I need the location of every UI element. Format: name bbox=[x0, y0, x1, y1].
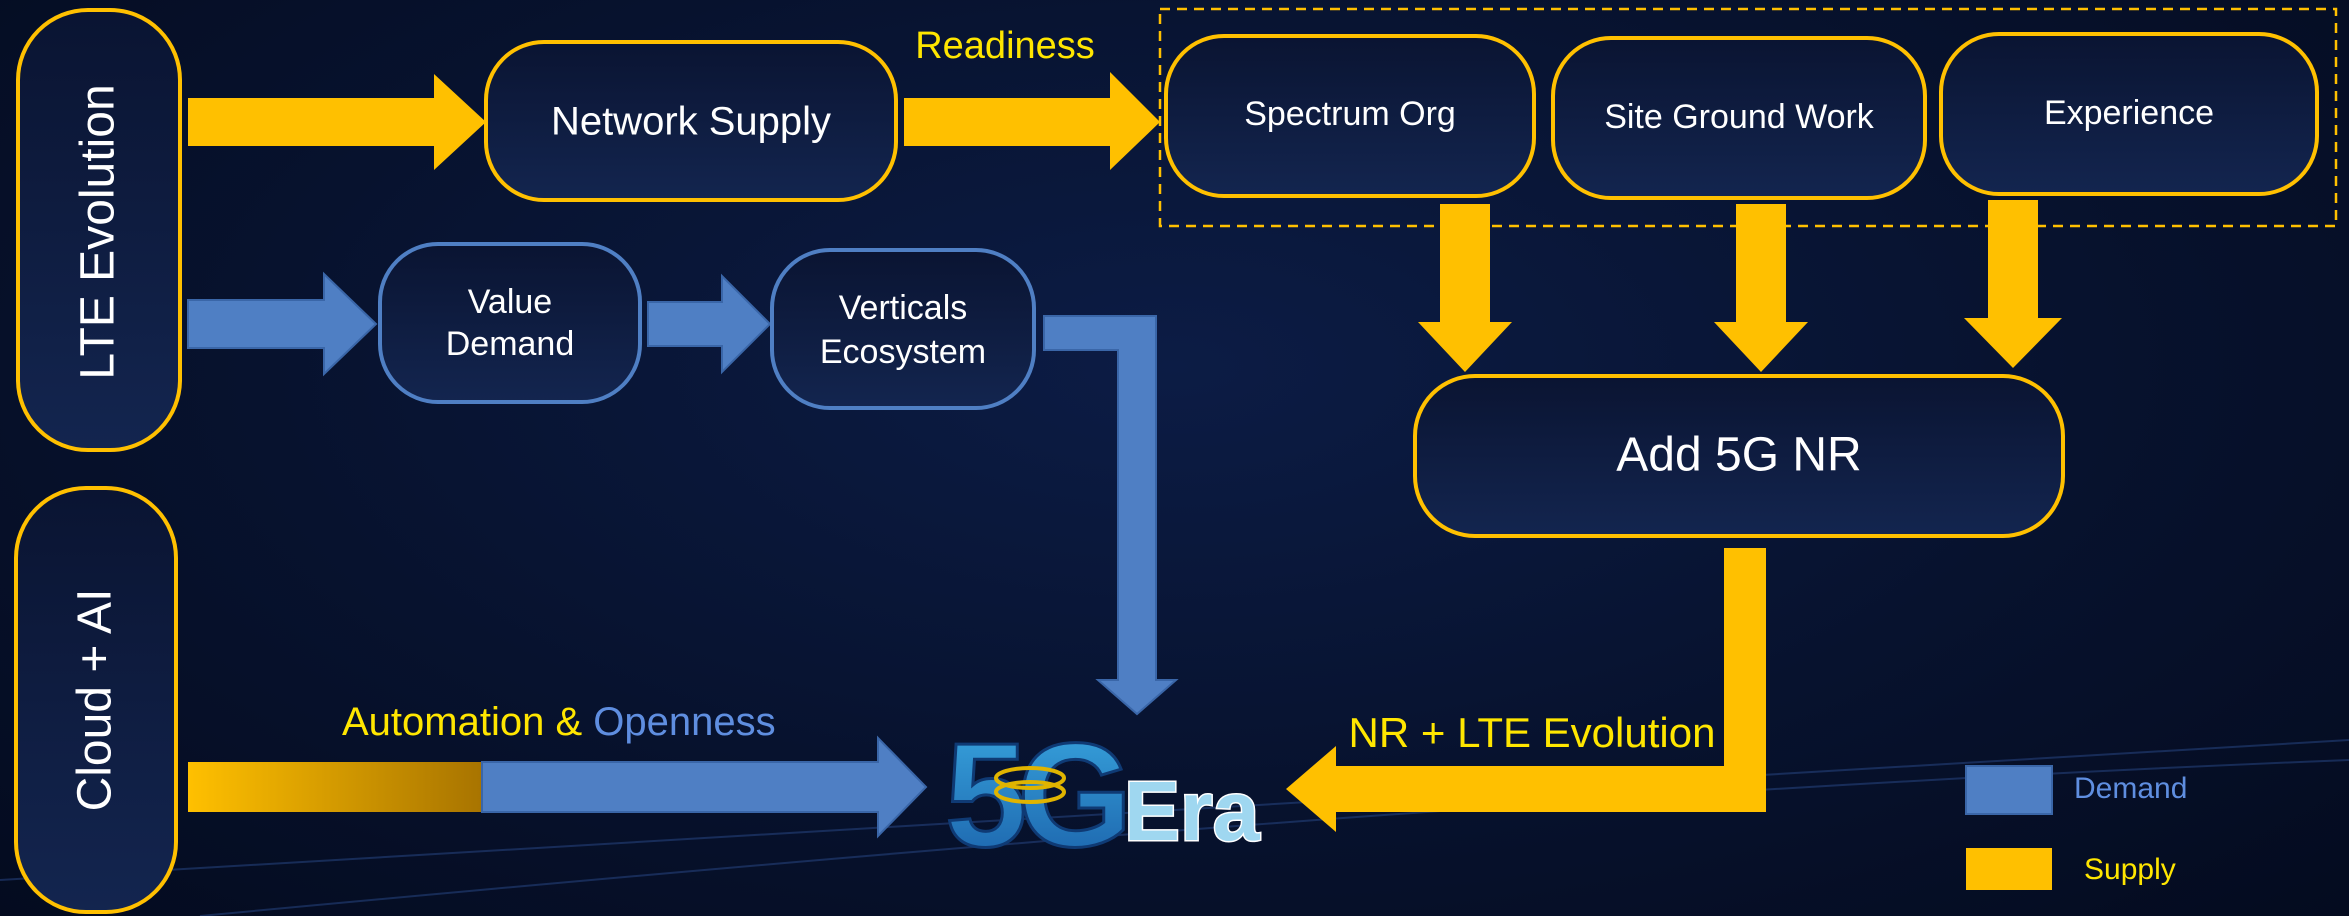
add-5g-nr-label: Add 5G NR bbox=[1616, 429, 1861, 482]
era-text: Era bbox=[1124, 764, 1261, 858]
5g-logo-text: 5G bbox=[945, 713, 1123, 878]
automation-label: Automation & bbox=[342, 700, 593, 744]
legend-item-supply: Supply bbox=[1966, 848, 2176, 890]
experience-label: Experience bbox=[2044, 94, 2214, 132]
add-5g-nr-box: Add 5G NR bbox=[1413, 374, 2065, 538]
supply-arrow-network-to-readiness bbox=[904, 72, 1160, 170]
automation-bar bbox=[188, 762, 482, 812]
antenna-icon bbox=[994, 766, 1066, 804]
readiness-label: Readiness bbox=[915, 25, 1095, 67]
cloud-ai-label: Cloud + AI bbox=[69, 589, 122, 812]
site-ground-work-label: Site Ground Work bbox=[1604, 98, 1875, 136]
supply-arrow-nr-to-era bbox=[1286, 548, 1766, 832]
network-supply-label: Network Supply bbox=[551, 100, 831, 144]
lte-evolution-label: LTE Evolution bbox=[72, 84, 125, 379]
value-demand-box: Value Demand bbox=[378, 242, 642, 404]
openness-label: Openness bbox=[593, 700, 775, 744]
supply-swatch bbox=[1966, 848, 2052, 890]
verticals-ecosystem-line1: Verticals bbox=[839, 289, 968, 327]
5g-era-logo: 5G Era bbox=[944, 712, 1263, 880]
site-ground-work-box: Site Ground Work bbox=[1551, 36, 1927, 200]
value-demand-line2: Demand bbox=[446, 325, 575, 363]
value-demand-line1: Value bbox=[468, 283, 552, 321]
demand-arrow-verticals-to-era bbox=[1043, 315, 1179, 716]
spectrum-org-label: Spectrum Org bbox=[1244, 95, 1456, 133]
openness-arrow bbox=[481, 735, 928, 839]
supply-arrow-lte-to-network bbox=[188, 74, 486, 170]
lte-evolution-pillar: LTE Evolution bbox=[16, 8, 182, 452]
verticals-ecosystem-box: Verticals Ecosystem bbox=[770, 248, 1036, 410]
legend: Demand Supply bbox=[1965, 765, 2187, 890]
legend-demand-label: Demand bbox=[2074, 772, 2187, 805]
demand-arrow-lte-to-value bbox=[187, 271, 378, 377]
legend-supply-label: Supply bbox=[2084, 853, 2176, 886]
automation-openness-label: Automation & Openness bbox=[342, 700, 776, 744]
supply-arrow-site-down bbox=[1714, 204, 1808, 372]
nr-lte-evolution-label: NR + LTE Evolution bbox=[1349, 709, 1716, 756]
supply-arrow-spectrum-down bbox=[1418, 204, 1512, 372]
supply-arrow-experience-down bbox=[1964, 200, 2062, 368]
demand-swatch bbox=[1965, 765, 2053, 815]
demand-arrow-value-to-verticals bbox=[647, 273, 772, 375]
network-supply-box: Network Supply bbox=[484, 40, 898, 202]
cloud-ai-pillar: Cloud + AI bbox=[14, 486, 178, 914]
experience-box: Experience bbox=[1939, 32, 2319, 196]
verticals-ecosystem-line2: Ecosystem bbox=[820, 333, 986, 371]
legend-item-demand: Demand bbox=[1965, 765, 2187, 815]
spectrum-org-box: Spectrum Org bbox=[1164, 34, 1536, 198]
